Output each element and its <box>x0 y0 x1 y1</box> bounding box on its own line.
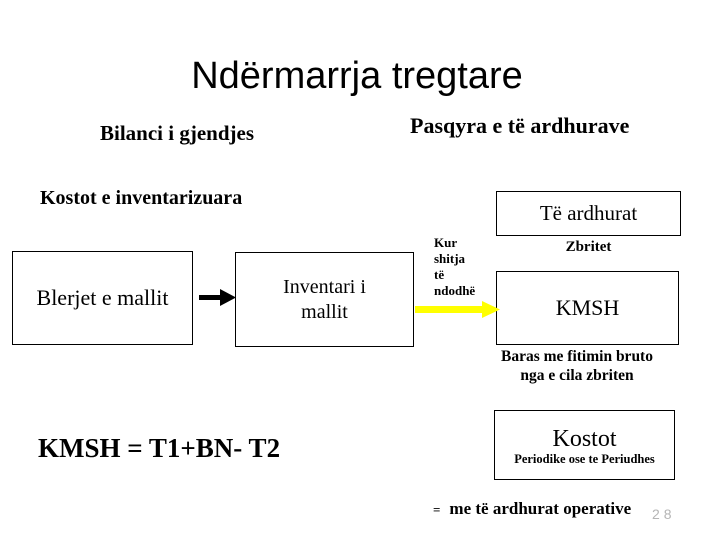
gross-profit-note-line-2: nga e cila zbriten <box>520 367 634 384</box>
operating-income-text: me të ardhurat operative <box>449 499 632 518</box>
revenues-box-label: Të ardhurat <box>539 201 638 225</box>
income-statement-heading: Pasqyra e të ardhurave <box>410 113 630 138</box>
periodic-costs-subtitle: Periodike ose te Periudhes <box>514 451 655 466</box>
periodic-costs-box: Kostot Periodike ose te Periudhes <box>494 410 675 480</box>
revenues-box: Të ardhurat <box>496 191 681 236</box>
yellow-arrow-icon <box>415 299 500 320</box>
when-sale-line-4: ndodhë <box>434 283 476 298</box>
page-number: 28 <box>652 506 676 522</box>
periodic-costs-title: Kostot <box>552 425 617 452</box>
kmsh-box: KMSH <box>496 271 679 345</box>
gross-profit-note: Baras me fitimin bruto nga e cila zbrite… <box>462 347 692 385</box>
black-arrow-icon <box>199 288 236 307</box>
gross-profit-note-line-1: Baras me fitimin bruto <box>501 348 653 365</box>
balance-sheet-heading: Bilanci i gjendjes <box>100 121 255 145</box>
slide-title: Ndërmarrja tregtare <box>191 55 523 97</box>
kmsh-formula: KMSH = T1+BN- T2 <box>38 433 281 463</box>
when-sale-line-1: Kur <box>434 235 458 250</box>
purchases-box-label: Blerjet e mallit <box>36 285 169 310</box>
inventoried-costs-heading: Kostot e inventarizuara <box>40 187 243 209</box>
inventory-box: Inventari i mallit <box>235 252 414 347</box>
kmsh-box-label: KMSH <box>555 295 620 320</box>
deducted-label: Zbritet <box>565 239 612 255</box>
inventory-box-line-1: Inventari i <box>283 275 366 298</box>
equals-sign: = <box>433 502 441 517</box>
operating-income-note: = me të ardhurat operative <box>433 499 631 519</box>
when-sale-line-3: të <box>434 267 445 282</box>
inventory-box-line-2: mallit <box>301 300 348 323</box>
when-sale-occurs-label: Kur shitja të ndodhë <box>434 235 475 299</box>
purchases-box: Blerjet e mallit <box>12 251 193 345</box>
when-sale-line-2: shitja <box>434 251 466 266</box>
